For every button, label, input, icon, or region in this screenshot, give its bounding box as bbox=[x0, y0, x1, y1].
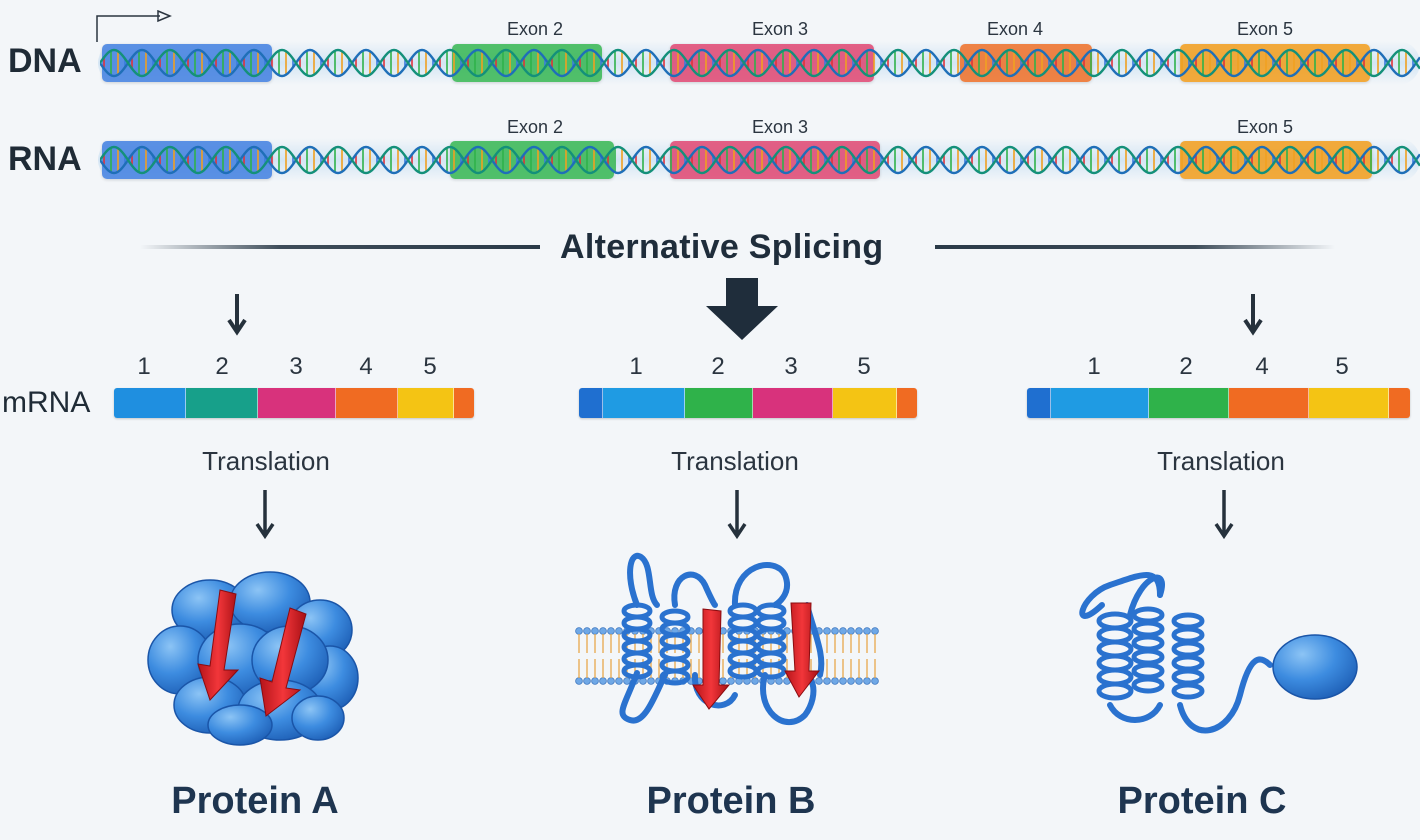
exon-number: 5 bbox=[423, 353, 437, 380]
translation-label: Translation bbox=[1157, 446, 1285, 476]
translation-label: Translation bbox=[671, 446, 799, 476]
exon-number: 1 bbox=[629, 353, 643, 380]
exon-number: 3 bbox=[784, 353, 798, 380]
exon-number: 1 bbox=[1087, 353, 1101, 380]
rna-helix bbox=[100, 145, 1420, 175]
exon-number: 2 bbox=[711, 353, 725, 380]
exon-number: 1 bbox=[137, 353, 151, 380]
protein-c-label: Protein C bbox=[1117, 780, 1287, 822]
exon-number: 2 bbox=[1179, 353, 1193, 380]
exon-number: 5 bbox=[857, 353, 871, 380]
helix-backbone bbox=[100, 145, 1420, 175]
rna-label: RNA bbox=[8, 140, 82, 178]
rna-exon-label: Exon 5 bbox=[1236, 117, 1294, 137]
mrna-bar-c bbox=[1027, 388, 1410, 418]
protein-c-domain-icon bbox=[1079, 572, 1358, 734]
exon-number: 5 bbox=[1335, 353, 1349, 380]
promoter-arrow-icon bbox=[96, 10, 172, 42]
mrna-bar-b bbox=[579, 388, 917, 418]
protein-b-membrane-icon bbox=[575, 552, 879, 726]
down-arrow-icon bbox=[727, 490, 747, 540]
exon-number: 2 bbox=[215, 353, 229, 380]
dna-helix bbox=[100, 48, 1420, 78]
protein-a-globular-icon bbox=[147, 571, 359, 746]
translation-label: Translation bbox=[202, 446, 330, 476]
protein-a-label: Protein A bbox=[171, 780, 339, 822]
diagram-title: Alternative Splicing bbox=[560, 228, 884, 266]
mrna-bar-a bbox=[114, 388, 474, 418]
helix-backbone bbox=[100, 145, 1420, 175]
dna-exon-label: Exon 4 bbox=[986, 19, 1044, 39]
big-down-arrow-icon bbox=[706, 278, 778, 340]
rna-exon-label: Exon 2 bbox=[506, 117, 564, 137]
dna-exon-label: Exon 5 bbox=[1236, 19, 1294, 39]
exon-number: 4 bbox=[359, 353, 373, 380]
dna-exon-label: Exon 3 bbox=[751, 19, 809, 39]
mrna-label: mRNA bbox=[2, 386, 91, 419]
helix-backbone bbox=[100, 48, 1420, 78]
exon-number: 4 bbox=[1255, 353, 1269, 380]
globular-domain bbox=[1272, 634, 1358, 700]
dna-label: DNA bbox=[8, 42, 82, 80]
down-arrow-icon bbox=[1243, 294, 1263, 336]
helix-backbone bbox=[100, 48, 1420, 78]
title-divider-lines bbox=[140, 245, 1335, 249]
rna-exon-label: Exon 3 bbox=[751, 117, 809, 137]
exon-number: 3 bbox=[289, 353, 303, 380]
protein-b-label: Protein B bbox=[646, 780, 816, 822]
down-arrow-icon bbox=[227, 294, 247, 336]
down-arrow-icon bbox=[1214, 490, 1234, 540]
dna-exon-label: Exon 2 bbox=[506, 19, 564, 39]
down-arrow-icon bbox=[255, 490, 275, 540]
